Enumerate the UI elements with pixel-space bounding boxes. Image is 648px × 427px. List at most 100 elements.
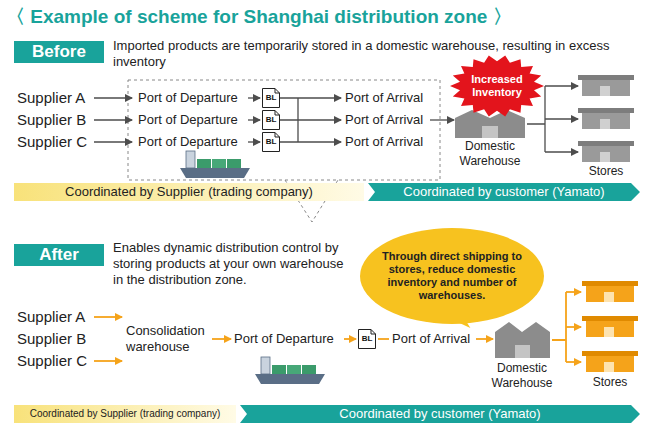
supplier-label: Supplier A	[17, 89, 85, 107]
container	[212, 159, 226, 168]
container	[197, 159, 211, 168]
node-text-group: Coordinated by Supplier (trading company…	[30, 408, 221, 420]
flow-arrow	[545, 118, 578, 119]
port-label: Port of Arrival	[345, 90, 423, 106]
flow-arrow	[430, 119, 454, 120]
store-label: Stores	[580, 375, 640, 390]
store-door	[600, 119, 610, 129]
band-shape	[14, 183, 364, 201]
callout-bubble: Through direct shipping to stores, reduc…	[360, 228, 544, 324]
store-body	[586, 356, 634, 372]
document-shape	[263, 133, 280, 152]
node-text: Coordinated by Supplier (trading company…	[30, 408, 221, 420]
description-text: Imported products are temporarily stored…	[113, 38, 638, 70]
band-shape	[240, 405, 640, 423]
node-text: BL	[266, 137, 277, 147]
flow-arrow	[248, 97, 260, 98]
store-roof	[582, 316, 638, 321]
port-label: Port of Departure	[234, 331, 334, 347]
node-text: Coordinated by customer (Yamato)	[339, 406, 540, 422]
node-text: BL	[266, 93, 277, 103]
node-text: BL	[362, 334, 373, 344]
store-body	[582, 113, 630, 129]
node-text: Coordinated by customer (Yamato)	[403, 184, 604, 200]
flow-arrow	[298, 141, 341, 142]
document-fold	[371, 330, 376, 335]
node-text-group: BL	[266, 115, 277, 125]
consolidation-label: Consolidation warehouse	[126, 323, 218, 355]
store-icons	[582, 281, 638, 372]
flow-arrow	[344, 338, 356, 340]
merge-line	[280, 98, 298, 142]
store-door	[600, 86, 610, 96]
node-text: Through direct shipping to stores, reduc…	[382, 250, 522, 302]
flow-arrow	[566, 291, 581, 293]
node-text: Coordinated by Supplier (trading company…	[65, 184, 313, 200]
flow-arrow	[566, 361, 581, 363]
bill-of-lading-icon: BL	[262, 88, 280, 108]
warehouse-label: Domestic Warehouse	[480, 361, 564, 391]
responsibility-band: Coordinated by customer (Yamato)	[368, 183, 640, 201]
band-shape	[14, 405, 236, 423]
flow-arrow	[248, 141, 260, 142]
section-tab: After	[14, 244, 104, 266]
port-label: Port of Arrival	[392, 331, 470, 347]
bill-of-lading-icon: BL	[262, 110, 280, 130]
store-roof	[578, 141, 634, 146]
flow-arrow	[212, 338, 231, 340]
ship-icon	[180, 151, 250, 178]
port-label: Port of Departure	[138, 112, 238, 128]
port-label: Port of Arrival	[345, 112, 423, 128]
responsibility-band: Coordinated by customer (Yamato)	[240, 405, 640, 423]
warehouse-label: Domestic Warehouse	[448, 139, 532, 169]
node-text: After	[39, 245, 79, 265]
flow-arrow	[94, 316, 122, 318]
flow-line	[378, 338, 389, 340]
flow-arrow	[566, 326, 581, 328]
node-text: Before	[32, 42, 86, 62]
ship-icon	[255, 357, 325, 384]
sea-freight-region	[128, 80, 440, 180]
store-body	[582, 146, 630, 162]
bill-of-lading-icon: BL	[358, 329, 376, 349]
port-label: Port of Departure	[138, 134, 238, 150]
flow-arrow	[94, 119, 132, 120]
node-text-group: Increased Inventory	[466, 73, 528, 99]
supplier-label: Supplier C	[17, 133, 87, 151]
supplier-label: Supplier B	[17, 111, 86, 129]
store-icons	[578, 75, 634, 162]
ship-bridge	[186, 151, 195, 168]
store-roof	[582, 281, 638, 286]
section-tab: Before	[14, 41, 104, 63]
container	[287, 365, 301, 374]
document-shape	[263, 111, 280, 130]
document-fold	[275, 133, 280, 138]
ship-hull	[180, 168, 250, 178]
flow-arrow	[94, 360, 122, 362]
supplier-label: Supplier C	[17, 352, 87, 370]
node-text-group: BL	[362, 334, 373, 344]
store-door	[604, 362, 614, 372]
document-shape	[359, 330, 376, 349]
node-text-group: Coordinated by customer (Yamato)	[339, 406, 540, 422]
band-shape	[368, 183, 640, 201]
responsibility-band: Coordinated by Supplier (trading company…	[14, 183, 364, 201]
store-roof	[582, 351, 638, 356]
supplier-label: Supplier A	[17, 308, 85, 326]
flow-arrow	[94, 141, 132, 142]
store-label: Stores	[576, 164, 636, 179]
node-text-group: Through direct shipping to stores, reduc…	[382, 250, 522, 302]
store-roof	[578, 75, 634, 80]
flow-arrow	[298, 119, 341, 120]
title-text: 〈 Example of scheme for Shanghai distrib…	[6, 4, 512, 30]
container	[227, 159, 241, 168]
flow-arrow	[298, 97, 341, 98]
node-text: BL	[266, 115, 277, 125]
port-label: Port of Arrival	[345, 134, 423, 150]
warehouse-icon	[495, 322, 550, 358]
node-text-group: After	[39, 245, 79, 265]
flow-arrow	[545, 85, 578, 86]
store-roof	[578, 108, 634, 113]
